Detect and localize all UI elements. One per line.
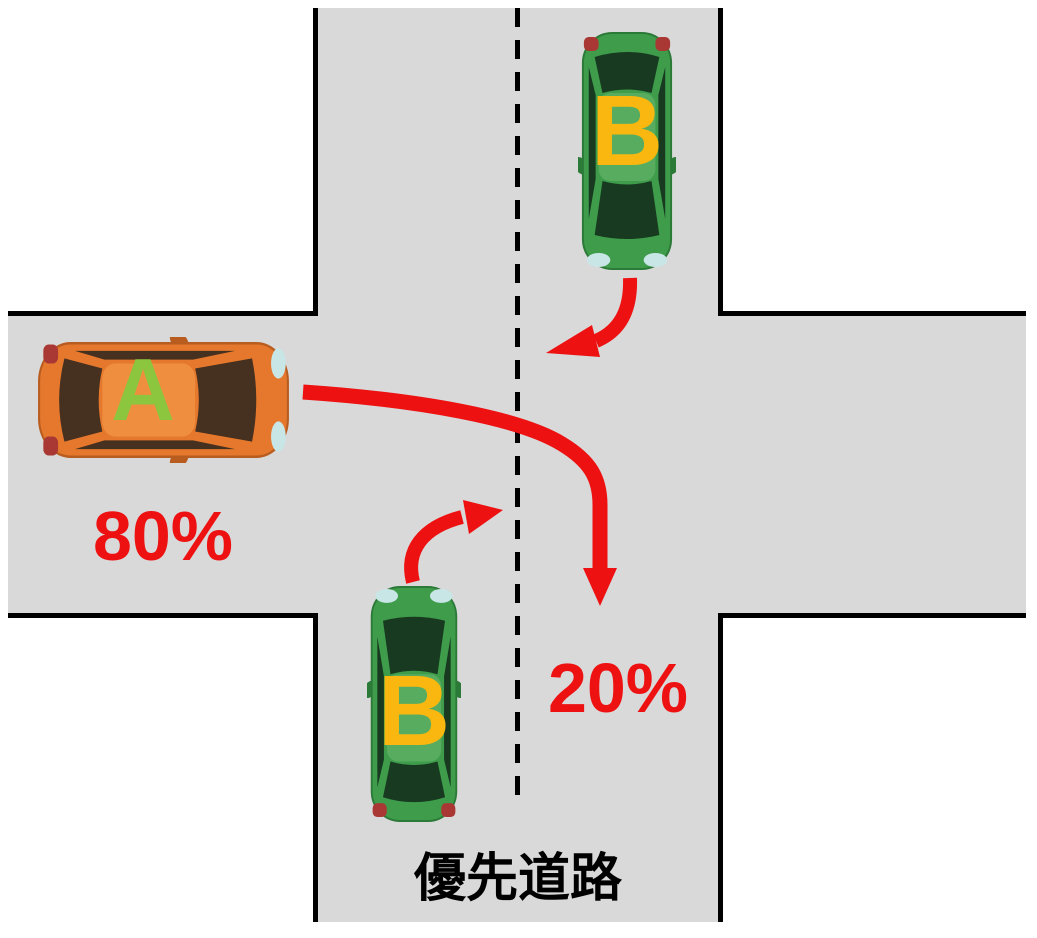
car-a-label: A	[111, 340, 175, 439]
arrow-car-b-top-merge	[546, 277, 638, 357]
car-a	[38, 337, 289, 463]
car-b-top-label: B	[590, 75, 664, 187]
car-b-top	[578, 32, 676, 270]
priority-road-caption: 優先道路	[413, 850, 622, 908]
fault-ratio-a-label: 80%	[92, 497, 234, 575]
arrow-car-a-right-turn	[302, 384, 617, 606]
car-b-bottom-label: B	[377, 655, 451, 767]
arrow-car-b-bottom-merge	[404, 500, 503, 584]
car-b-bottom	[367, 585, 461, 823]
fault-ratio-b-label: 20%	[547, 649, 689, 727]
